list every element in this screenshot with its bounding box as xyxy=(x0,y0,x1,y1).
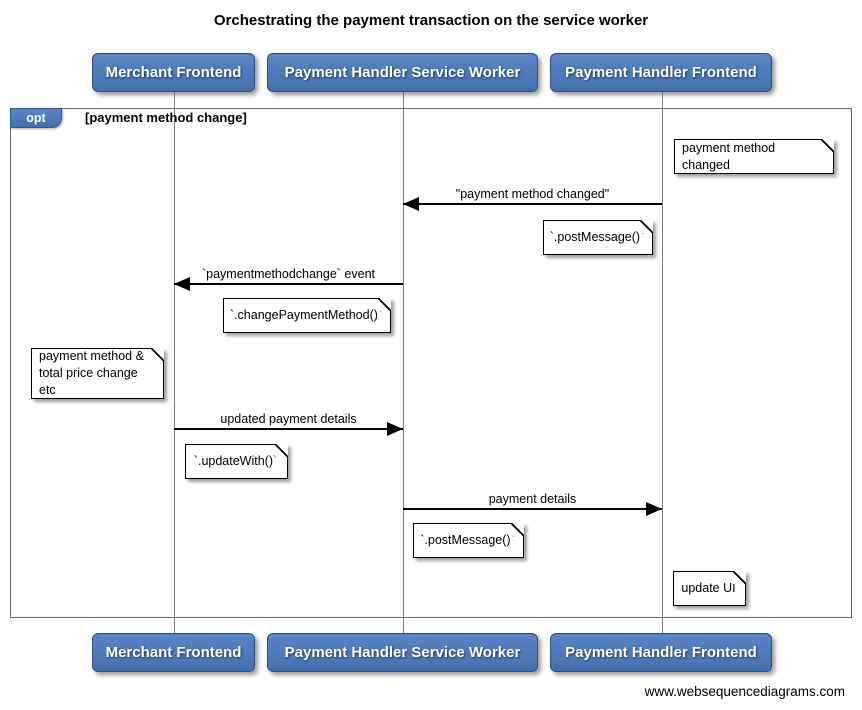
message-line xyxy=(174,428,403,430)
opt-fragment: opt [payment method change] xyxy=(10,108,852,618)
actor-box-payment-handler-service-worker-bottom: Payment Handler Service Worker xyxy=(267,633,538,672)
actor-box-payment-handler-frontend-bottom: Payment Handler Frontend xyxy=(550,633,772,672)
message-label: `paymentmethodchange` event xyxy=(201,267,376,281)
message-line xyxy=(403,203,662,205)
opt-condition-label: [payment method change] xyxy=(85,110,247,125)
lifeline-merchant-frontend xyxy=(174,92,175,633)
lifeline-payment-handler-frontend xyxy=(662,92,663,633)
message-updated-payment-details: updated payment details xyxy=(174,412,403,438)
actor-box-payment-handler-frontend-top: Payment Handler Frontend xyxy=(550,53,772,92)
opt-operator-badge: opt xyxy=(10,108,62,128)
note-update-ui: update UI xyxy=(673,571,746,606)
actor-box-merchant-frontend-bottom: Merchant Frontend xyxy=(92,633,255,672)
message-payment-method-changed: "payment method changed" xyxy=(403,187,662,213)
arrowhead-left-icon xyxy=(174,277,190,291)
lifeline-payment-handler-service-worker xyxy=(403,92,404,633)
diagram-title: Orchestrating the payment transaction on… xyxy=(213,12,649,29)
arrowhead-left-icon xyxy=(403,197,419,211)
actor-box-payment-handler-service-worker-top: Payment Handler Service Worker xyxy=(267,53,538,92)
message-line xyxy=(403,508,662,510)
arrowhead-right-icon xyxy=(387,422,403,436)
message-label: payment details xyxy=(488,492,577,506)
arrowhead-right-icon xyxy=(646,502,662,516)
note-payment-method-changed: payment method changed xyxy=(674,139,834,174)
message-label: updated payment details xyxy=(220,412,357,426)
actor-box-merchant-frontend-top: Merchant Frontend xyxy=(92,53,255,92)
message-label: "payment method changed" xyxy=(455,187,610,201)
message-payment-details: payment details xyxy=(403,492,662,518)
watermark-url: www.websequencediagrams.com xyxy=(644,684,845,699)
note-postmessage-1: `.postMessage()` xyxy=(543,220,653,255)
note-payment-method-total-price: payment method & total price change etc xyxy=(31,348,164,399)
note-changepaymentmethod: `.changePaymentMethod()` xyxy=(223,298,391,333)
message-paymentmethodchange-event: `paymentmethodchange` event xyxy=(174,267,403,293)
note-updatewith: `.updateWith()` xyxy=(185,444,288,479)
note-postmessage-2: `.postMessage()` xyxy=(413,523,524,558)
message-line xyxy=(174,283,403,285)
